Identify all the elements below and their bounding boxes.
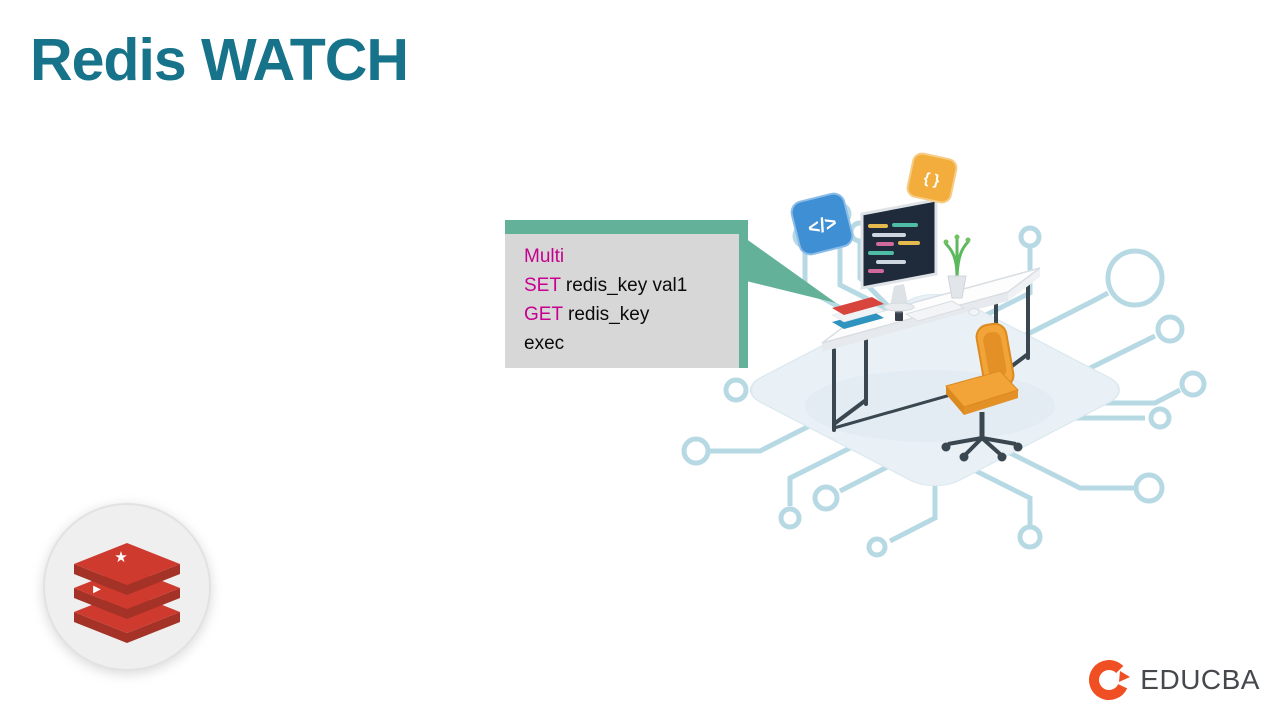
workstation-illustration: </> { }	[681, 152, 1207, 558]
educba-wordmark: EDUCBA	[1140, 664, 1260, 695]
svg-text:▶: ▶	[93, 584, 101, 595]
educba-logo: EDUCBA	[1087, 658, 1260, 702]
svg-text:★: ★	[114, 549, 127, 566]
code-line: exec	[524, 329, 731, 358]
office-chair	[941, 322, 1023, 462]
keyboard	[904, 300, 980, 322]
code-keyword: GET	[524, 304, 563, 325]
callout-pointer	[738, 233, 836, 303]
code-text: exec	[524, 333, 565, 354]
code-text: redis_key	[562, 304, 650, 325]
book-stack	[831, 297, 885, 329]
code-icon: </>	[790, 192, 854, 256]
educba-icon	[1089, 660, 1131, 700]
cup	[895, 310, 903, 321]
code-on-screen	[868, 223, 920, 273]
monitor	[860, 198, 938, 312]
brace-icon: { }	[906, 152, 958, 204]
code-keyword: Multi	[524, 246, 565, 267]
code-text: redis_key val1	[560, 275, 688, 296]
brace-icon-glyph: { }	[922, 170, 941, 190]
plant	[943, 234, 971, 299]
code-line: GET redis_key	[524, 300, 731, 329]
code-line: Multi	[524, 242, 731, 271]
mouse	[968, 308, 980, 316]
code-line: SET redis_key val1	[524, 271, 731, 300]
redis-mark: ★ ▶	[74, 543, 180, 643]
code-keyword: SET	[524, 275, 561, 296]
page-title: Redis WATCH	[30, 27, 409, 93]
platform-shadow	[805, 370, 1055, 442]
redis-logo: ★ ▶	[43, 503, 211, 671]
callout-body: Multi SET redis_key val1 GET redis_key e…	[505, 234, 739, 368]
code-callout: Multi SET redis_key val1 GET redis_key e…	[505, 220, 748, 368]
